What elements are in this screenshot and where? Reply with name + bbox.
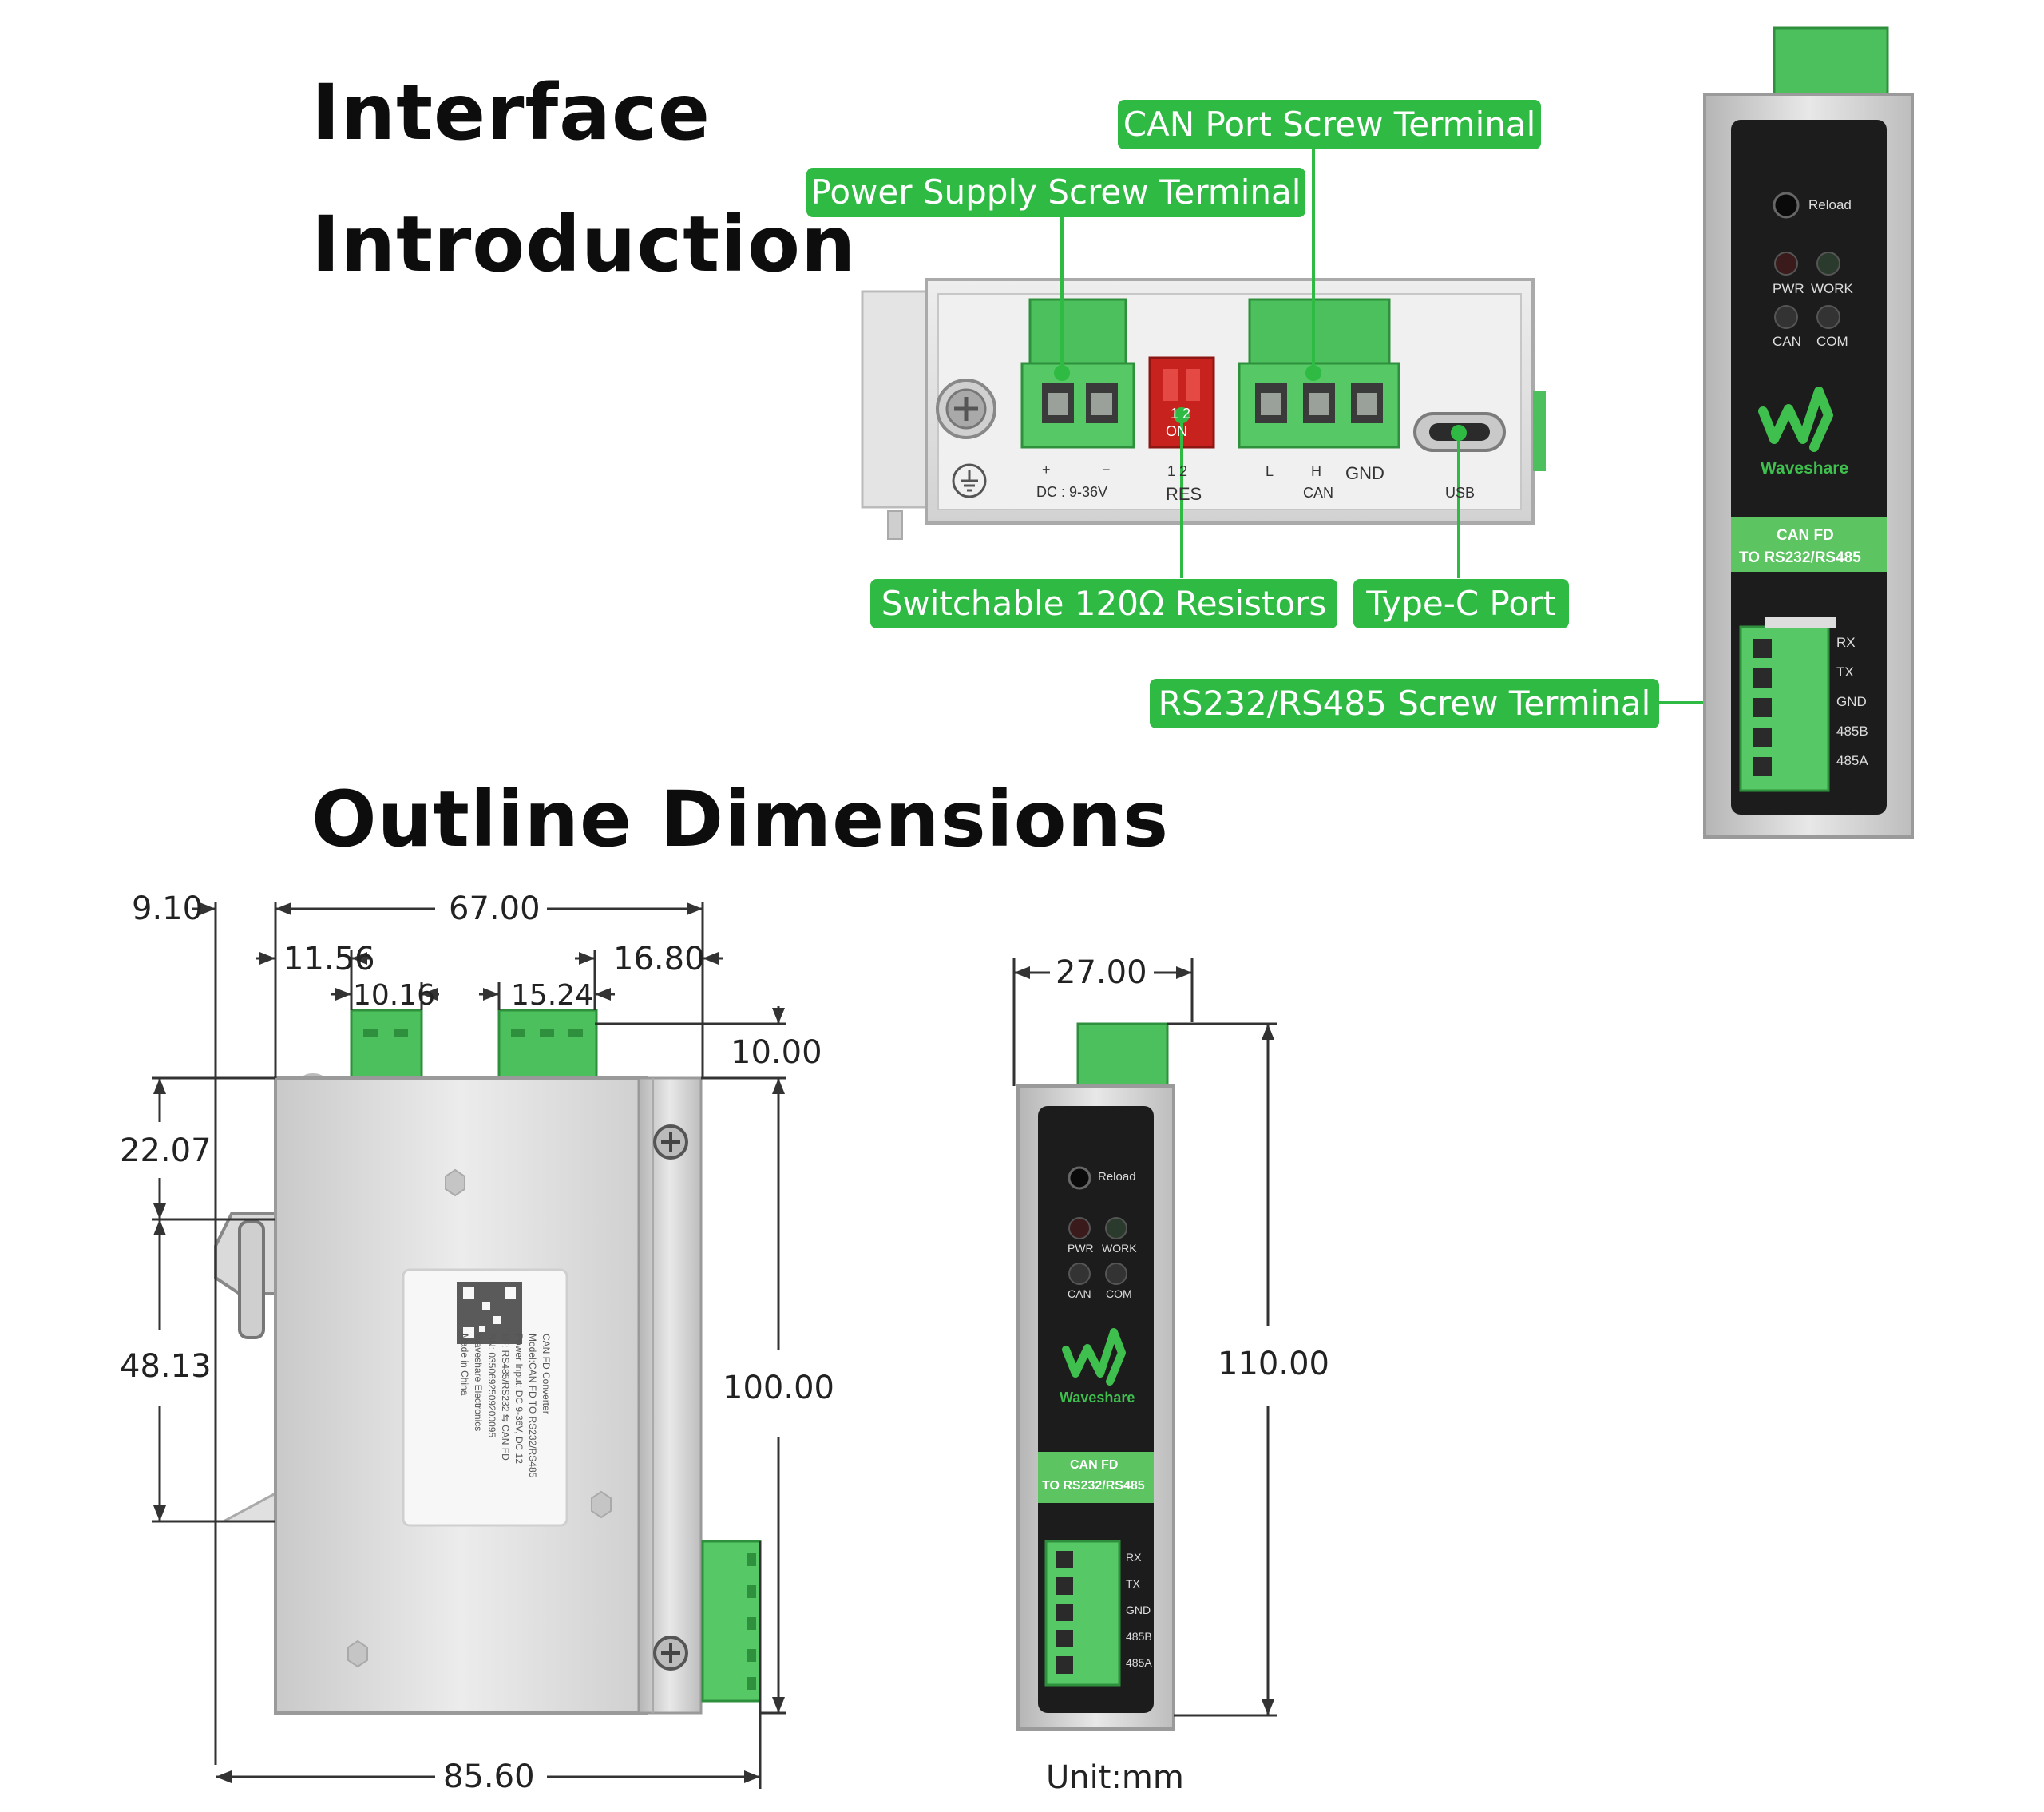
dim-110-00: 110.00	[1218, 1346, 1329, 1382]
panel-pin-tx: TX	[1836, 664, 1854, 680]
label-res: RES	[1166, 484, 1202, 504]
label-gnd: GND	[1345, 463, 1384, 483]
dim-27-00: 27.00	[1056, 954, 1147, 991]
panel-brand: Waveshare	[1761, 459, 1849, 478]
front-pin-485b: 485B	[1126, 1630, 1152, 1643]
label-minus: −	[1102, 462, 1111, 478]
dim-22-07: 22.07	[120, 1132, 212, 1169]
panel-pin-485a: 485A	[1836, 753, 1868, 768]
front-pwr-label: PWR	[1068, 1242, 1094, 1255]
heading-outline-dimensions: Outline Dimensions	[311, 775, 1170, 864]
front-pin-485a: 485A	[1126, 1656, 1152, 1669]
front-pin-gnd: GND	[1126, 1604, 1151, 1616]
label-dip-numbers: 1 2	[1171, 406, 1191, 422]
front-view-device	[1016, 1022, 1175, 1731]
front-com-label: COM	[1106, 1287, 1132, 1300]
panel-pin-485b: 485B	[1836, 724, 1868, 739]
panel-pin-gnd: GND	[1836, 694, 1867, 709]
sticker-line: CAN FD Converter	[541, 1334, 552, 1414]
label-l: L	[1266, 463, 1274, 479]
dim-100-00: 100.00	[723, 1370, 834, 1406]
sticker-line: Power Input: DC 9-36V, DC 12	[513, 1334, 525, 1464]
front-model-line1: CAN FD	[1070, 1458, 1119, 1472]
sticker-line: Model:CAN FD TO RS232/RS485	[527, 1334, 538, 1478]
sticker-line: I/F: RS485/RS232 ⇆ CAN FD	[500, 1334, 511, 1461]
dim-67-00: 67.00	[449, 890, 541, 927]
dim-10-16: 10.16	[353, 979, 436, 1012]
heading-introduction: Introduction	[311, 200, 857, 289]
unit-label: Unit:mm	[1046, 1759, 1184, 1796]
side-view-device	[214, 1009, 762, 1715]
panel-com-label: COM	[1816, 334, 1848, 349]
label-can: CAN	[1303, 485, 1334, 501]
dim-11-56: 11.56	[283, 941, 375, 977]
front-brand: Waveshare	[1060, 1390, 1135, 1406]
panel-pwr-label: PWR	[1773, 281, 1804, 296]
callout-rs-terminal: RS232/RS485 Screw Terminal	[1150, 679, 1659, 728]
front-model-line2: TO RS232/RS485	[1042, 1479, 1145, 1493]
front-pin-tx: TX	[1126, 1577, 1140, 1590]
sticker-line: SN: 0350692509200095	[486, 1334, 497, 1438]
device-sticker: CAN FD Converter Model:CAN FD TO RS232/R…	[417, 1334, 553, 1549]
callout-typec: Type-C Port	[1353, 579, 1569, 628]
dimension-arrows	[153, 902, 1274, 1783]
label-dc: DC : 9-36V	[1036, 484, 1108, 500]
label-res-numbers: 1 2	[1167, 463, 1188, 479]
heading-interface: Interface	[311, 68, 711, 157]
front-work-label: WORK	[1102, 1242, 1137, 1255]
front-pin-rx: RX	[1126, 1551, 1142, 1564]
label-usb: USB	[1445, 485, 1476, 501]
panel-work-label: WORK	[1811, 281, 1853, 296]
callout-can-port: CAN Port Screw Terminal	[1118, 100, 1541, 149]
front-can-label: CAN	[1068, 1287, 1091, 1300]
front-reload-label: Reload	[1098, 1170, 1136, 1184]
panel-model-line2: TO RS232/RS485	[1739, 549, 1861, 566]
panel-reload-label: Reload	[1808, 197, 1852, 212]
panel-model-line1: CAN FD	[1777, 527, 1834, 544]
dim-15-24: 15.24	[511, 979, 594, 1012]
callout-resistors: Switchable 120Ω Resistors	[870, 579, 1337, 628]
label-plus: +	[1042, 462, 1051, 478]
front-panel-top	[1703, 26, 1914, 839]
label-dip-on: ON	[1166, 423, 1187, 439]
dim-9-10: 9.10	[132, 890, 204, 927]
label-h: H	[1311, 463, 1321, 479]
panel-can-label: CAN	[1773, 334, 1801, 349]
dim-48-13: 48.13	[120, 1348, 212, 1385]
callout-power-supply: Power Supply Screw Terminal	[806, 168, 1305, 217]
dim-16-80: 16.80	[613, 941, 705, 977]
dim-85-60: 85.60	[443, 1758, 535, 1795]
sticker-line: Made in China	[459, 1334, 470, 1396]
dim-10-00: 10.00	[731, 1034, 822, 1071]
interface-board	[861, 278, 1546, 540]
sticker-line: Waveshare Electronics	[473, 1334, 484, 1432]
panel-pin-rx: RX	[1836, 635, 1856, 650]
